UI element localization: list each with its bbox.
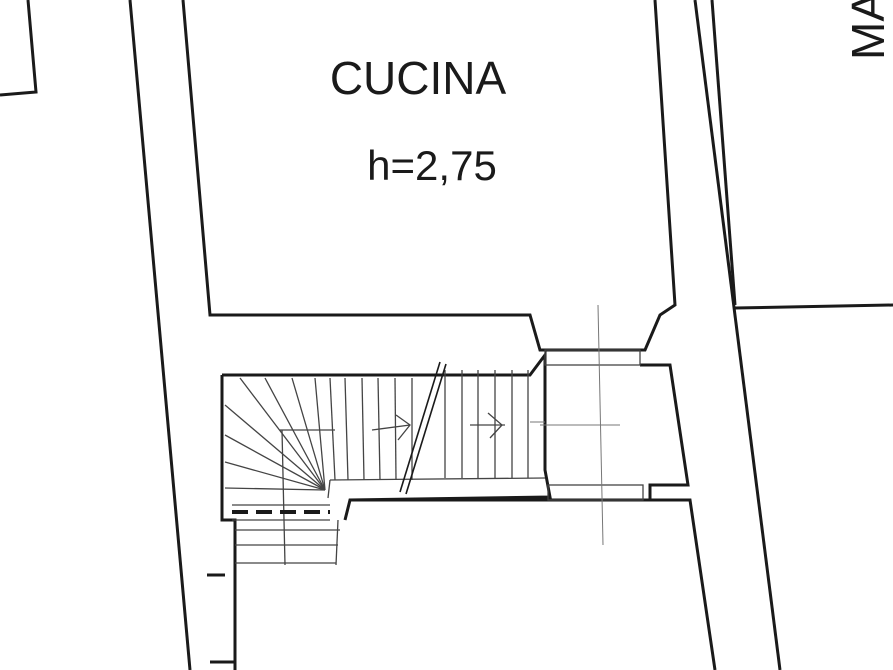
- stair-treads: [327, 370, 546, 499]
- door-frame: [544, 349, 644, 501]
- outer-walls: [128, 0, 893, 670]
- stair-cut-line: [232, 504, 330, 521]
- staircase: [224, 361, 546, 566]
- stair-core-walls: [207, 350, 717, 670]
- reference-cross: [530, 304, 620, 546]
- room-height: h=2,75: [367, 142, 497, 189]
- lower-flight: [235, 519, 340, 566]
- stair-winders: [224, 377, 335, 566]
- room-name: CUCINA: [330, 52, 507, 104]
- direction-arrow-icon: [371, 412, 505, 441]
- edge-label-fragment: MA: [842, 0, 893, 60]
- stair-break-line: [399, 361, 447, 495]
- left-room-fragment: [0, 0, 38, 97]
